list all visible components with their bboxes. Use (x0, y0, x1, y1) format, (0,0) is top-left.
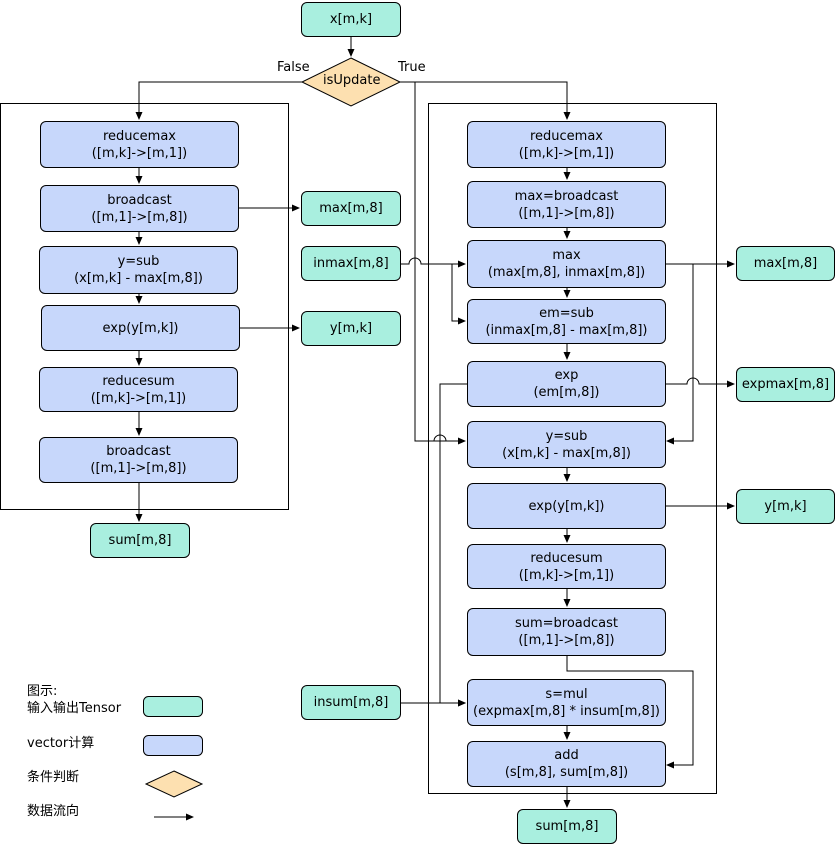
node-title: y=sub (545, 428, 588, 444)
node-title: max (552, 248, 581, 263)
node-title: y=sub (117, 254, 160, 269)
right-exp-y-node: exp(y[m,k]) (467, 483, 666, 529)
node-title: broadcast (106, 444, 171, 459)
node-title: max=broadcast (514, 188, 619, 204)
legend-flow-text: 数据流向 (27, 804, 80, 819)
legend-condition-text: 条件判断 (27, 770, 80, 785)
left-sum-output: sum[m,8] (90, 523, 190, 558)
right-add-node: add (s[m,8], sum[m,8]) (467, 741, 666, 787)
right-expmax-output: expmax[m,8] (736, 367, 835, 402)
node-title: s=mul (545, 686, 588, 702)
left-max-output: max[m,8] (301, 191, 401, 226)
node-detail: (x[m,k] - max[m,8]) (74, 271, 203, 286)
output-label: y[m,k] (329, 321, 373, 336)
legend-title: 图示: (27, 684, 58, 699)
node-detail: ([m,1]->[m,8]) (518, 633, 615, 648)
line-hop (433, 434, 447, 442)
node-detail: ([m,k]->[m,1]) (91, 145, 188, 161)
input-x-node: x[m,k] (301, 2, 401, 37)
node-title: reducemax (529, 128, 604, 144)
node-detail: (max[m,8], inmax[m,8]) (487, 265, 646, 280)
right-y-output: y[m,k] (736, 489, 835, 524)
decision-label: isUpdate (323, 73, 381, 88)
node-detail: ([m,1]->[m,8]) (90, 461, 187, 476)
input-label: inmax[m,8] (313, 256, 389, 271)
left-broadcast-max-node: broadcast ([m,1]->[m,8]) (40, 185, 239, 232)
right-max-broadcast-node: max=broadcast ([m,1]->[m,8]) (467, 181, 666, 228)
legend-vector-swatch (143, 735, 203, 756)
right-exp-em-node: exp (em[m,8]) (467, 361, 666, 407)
node-title: broadcast (107, 192, 172, 208)
flow-connectors (135, 37, 735, 821)
node-detail: ([m,k]->[m,1]) (90, 390, 187, 406)
legend-vector-text: vector计算 (27, 736, 95, 751)
left-reducesum-node: reducesum ([m,k]->[m,1]) (39, 367, 238, 412)
output-label: expmax[m,8] (741, 377, 830, 392)
right-em-sub-node: em=sub (inmax[m,8] - max[m,8]) (467, 299, 666, 344)
input-label: insum[m,8] (313, 695, 389, 710)
right-sum-output: sum[m,8] (517, 809, 617, 844)
legend-tensor-swatch (143, 696, 203, 717)
node-detail: ([m,1]->[m,8]) (91, 209, 188, 225)
node-detail: ([m,1]->[m,8]) (518, 205, 615, 221)
output-label: max[m,8] (319, 201, 383, 216)
left-broadcast-sum-node: broadcast ([m,1]->[m,8]) (39, 437, 238, 483)
left-y-output: y[m,k] (301, 311, 401, 346)
node-title: sum=broadcast (514, 616, 619, 631)
left-reducemax-node: reducemax ([m,k]->[m,1]) (40, 121, 239, 168)
node-title: reducemax (102, 128, 177, 144)
false-label: False (277, 60, 310, 75)
right-branch-frame (428, 103, 717, 794)
node-title: exp(y[m,k]) (102, 320, 179, 336)
decision-diamond (300, 57, 402, 107)
legend-tensor-text: 输入输出Tensor (27, 701, 122, 716)
node-detail: (expmax[m,8] * insum[m,8]) (473, 703, 660, 719)
node-title: exp(y[m,k]) (528, 498, 605, 514)
true-label: True (398, 60, 426, 75)
node-detail: ([m,k]->[m,1]) (518, 145, 615, 161)
node-title: add (554, 748, 579, 763)
node-title: reducesum (102, 373, 175, 389)
output-label: sum[m,8] (535, 819, 599, 834)
node-detail: (s[m,8], sum[m,8]) (504, 765, 629, 780)
left-exp-node: exp(y[m,k]) (41, 305, 240, 351)
node-detail: (x[m,k] - max[m,8]) (502, 445, 631, 461)
right-max-node: max (max[m,8], inmax[m,8]) (467, 240, 666, 288)
node-detail: (inmax[m,8] - max[m,8]) (485, 322, 648, 338)
output-label: max[m,8] (753, 256, 818, 271)
input-x-label: x[m,k] (329, 12, 373, 27)
node-detail: ([m,k]->[m,1]) (518, 567, 615, 583)
insum-input: insum[m,8] (301, 685, 401, 720)
node-detail: (em[m,8]) (533, 385, 600, 400)
output-label: y[m,k] (764, 499, 807, 514)
right-mul-node: s=mul (expmax[m,8] * insum[m,8]) (467, 679, 666, 726)
right-max-output: max[m,8] (736, 246, 835, 281)
right-y-sub-node: y=sub (x[m,k] - max[m,8]) (467, 421, 666, 468)
right-sum-broadcast-node: sum=broadcast ([m,1]->[m,8]) (467, 608, 666, 656)
left-branch-frame (0, 103, 289, 510)
node-title: exp (554, 368, 579, 383)
node-title: reducesum (530, 550, 603, 566)
node-title: em=sub (539, 305, 594, 321)
inmax-input: inmax[m,8] (301, 246, 401, 281)
output-label: sum[m,8] (108, 533, 172, 548)
legend-decision-swatch (144, 770, 204, 798)
right-reducesum-node: reducesum ([m,k]->[m,1]) (467, 544, 666, 589)
right-reducemax-node: reducemax ([m,k]->[m,1]) (467, 121, 666, 168)
left-sub-node: y=sub (x[m,k] - max[m,8]) (39, 246, 238, 294)
